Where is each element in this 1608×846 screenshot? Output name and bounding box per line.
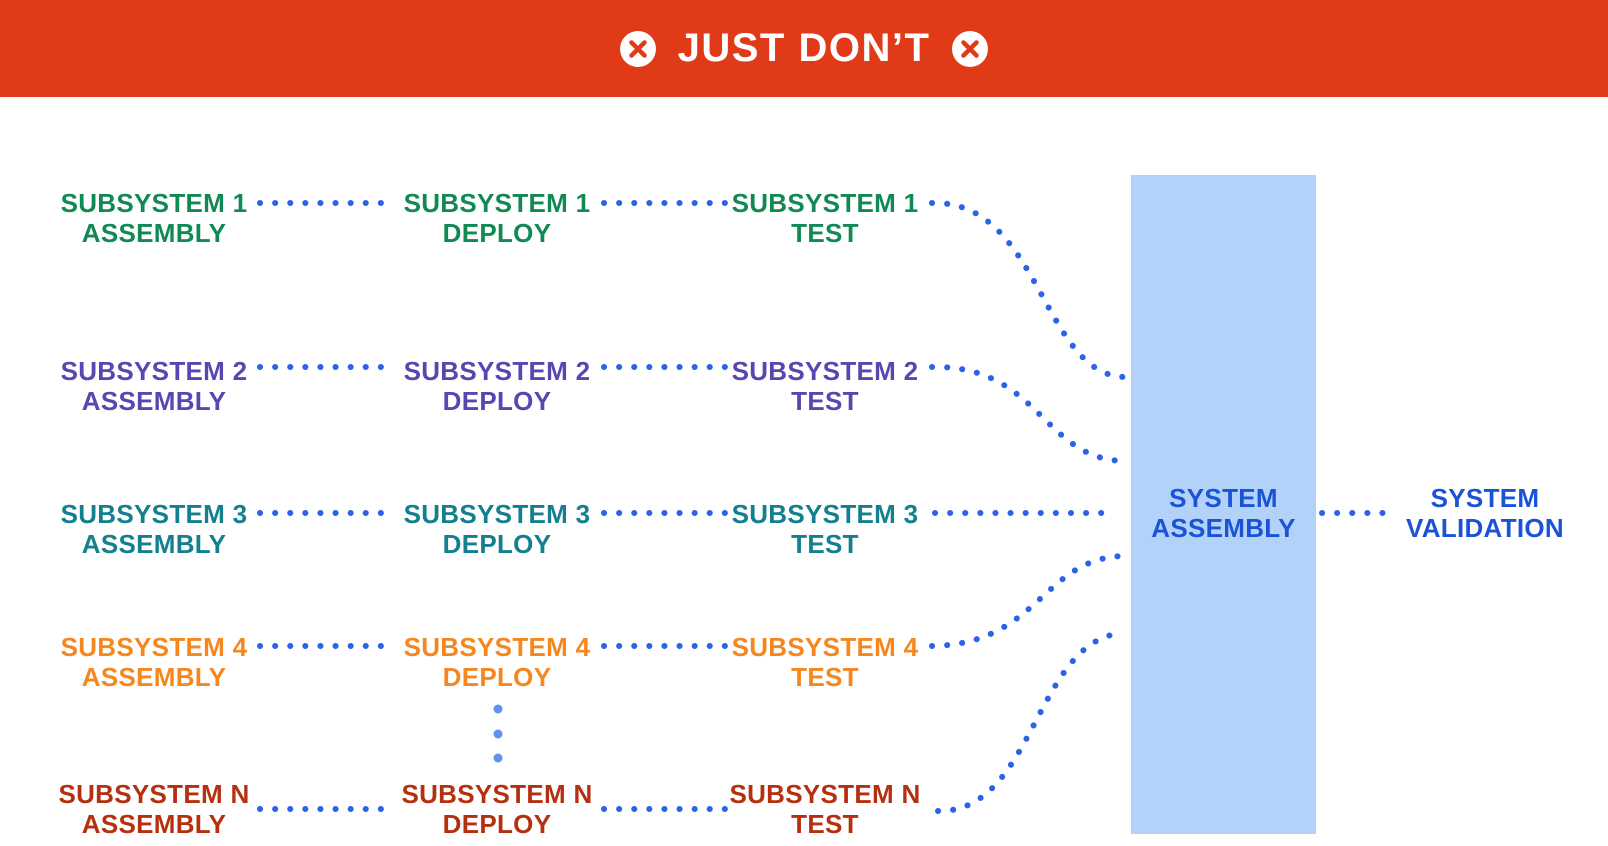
- stage-subsystem-4-test: SUBSYSTEM 4 TEST: [710, 632, 940, 692]
- stage-subsystem-1-test: SUBSYSTEM 1 TEST: [710, 188, 940, 248]
- stage-label-line2: TEST: [791, 809, 859, 839]
- stage-label-line1: SUBSYSTEM 3: [60, 499, 248, 529]
- stage-label-line1: SUBSYSTEM 2: [731, 356, 919, 386]
- stage-label-line2: DEPLOY: [442, 809, 552, 839]
- system-validation-line1: SYSTEM: [1430, 483, 1540, 513]
- connector-curve: [929, 199, 1127, 380]
- stage-label-line1: SUBSYSTEM 3: [731, 499, 919, 529]
- stage-label-line2: TEST: [791, 662, 859, 692]
- stage-label-line2: ASSEMBLY: [81, 809, 227, 839]
- system-validation-label: SYSTEM VALIDATION: [1370, 483, 1600, 543]
- banner-title: JUST DON’T: [677, 25, 931, 70]
- stage-subsystem-1-deploy: SUBSYSTEM 1 DEPLOY: [382, 188, 612, 248]
- stage-label-line1: SUBSYSTEM 1: [60, 188, 248, 218]
- system-assembly-label: SYSTEM ASSEMBLY: [1131, 483, 1316, 543]
- stage-label-line2: TEST: [791, 529, 859, 559]
- x-circle-icon: [619, 30, 656, 67]
- system-assembly-line2: ASSEMBLY: [1151, 513, 1296, 543]
- stage-label-line2: ASSEMBLY: [81, 662, 227, 692]
- system-assembly-line1: SYSTEM: [1169, 483, 1278, 513]
- x-circle-icon: [952, 30, 989, 67]
- stage-label-line2: TEST: [791, 386, 859, 416]
- stage-label-line2: ASSEMBLY: [81, 386, 227, 416]
- stage-subsystem-4-assembly: SUBSYSTEM 4 ASSEMBLY: [39, 632, 269, 692]
- stage-label-line2: ASSEMBLY: [81, 218, 227, 248]
- stage-label-line1: SUBSYSTEM 1: [731, 188, 919, 218]
- warning-banner: JUST DON’T: [0, 0, 1608, 97]
- stage-subsystem-2-test: SUBSYSTEM 2 TEST: [710, 356, 940, 416]
- stage-label-line1: SUBSYSTEM 4: [60, 632, 248, 662]
- stage-label-line2: ASSEMBLY: [81, 529, 227, 559]
- system-validation-line2: VALIDATION: [1405, 513, 1565, 543]
- stage-label-line1: SUBSYSTEM 4: [731, 632, 919, 662]
- stage-subsystem-3-assembly: SUBSYSTEM 3 ASSEMBLY: [39, 499, 269, 559]
- connector-curve: [929, 363, 1127, 464]
- stage-subsystem-4-deploy: SUBSYSTEM 4 DEPLOY: [382, 632, 612, 692]
- stage-subsystem-3-deploy: SUBSYSTEM 3 DEPLOY: [382, 499, 612, 559]
- stage-label-line1: SUBSYSTEM N: [729, 779, 921, 809]
- stage-label-line2: DEPLOY: [442, 218, 552, 248]
- stage-label-line2: DEPLOY: [442, 662, 552, 692]
- system-assembly-box: SYSTEM ASSEMBLY: [1131, 175, 1316, 834]
- stage-label-line1: SUBSYSTEM N: [58, 779, 250, 809]
- stage-label-line1: SUBSYSTEM 2: [60, 356, 248, 386]
- stage-subsystem-n-assembly: SUBSYSTEM N ASSEMBLY: [39, 779, 269, 839]
- stage-label-line1: SUBSYSTEM N: [401, 779, 593, 809]
- stage-label-line1: SUBSYSTEM 4: [403, 632, 591, 662]
- stage-label-line1: SUBSYSTEM 1: [403, 188, 591, 218]
- stage-label-line2: DEPLOY: [442, 386, 552, 416]
- stage-subsystem-n-test: SUBSYSTEM N TEST: [710, 779, 940, 839]
- stage-subsystem-2-assembly: SUBSYSTEM 2 ASSEMBLY: [39, 356, 269, 416]
- stage-label-line2: DEPLOY: [442, 529, 552, 559]
- connector-curve: [929, 553, 1127, 649]
- stage-label-line2: TEST: [791, 218, 859, 248]
- stage-label-line1: SUBSYSTEM 3: [403, 499, 591, 529]
- connector-curve: [935, 630, 1127, 815]
- stage-label-line1: SUBSYSTEM 2: [403, 356, 591, 386]
- stage-subsystem-3-test: SUBSYSTEM 3 TEST: [710, 499, 940, 559]
- stage-subsystem-2-deploy: SUBSYSTEM 2 DEPLOY: [382, 356, 612, 416]
- stage-subsystem-n-deploy: SUBSYSTEM N DEPLOY: [382, 779, 612, 839]
- vertical-ellipsis: [493, 704, 503, 763]
- stage-subsystem-1-assembly: SUBSYSTEM 1 ASSEMBLY: [39, 188, 269, 248]
